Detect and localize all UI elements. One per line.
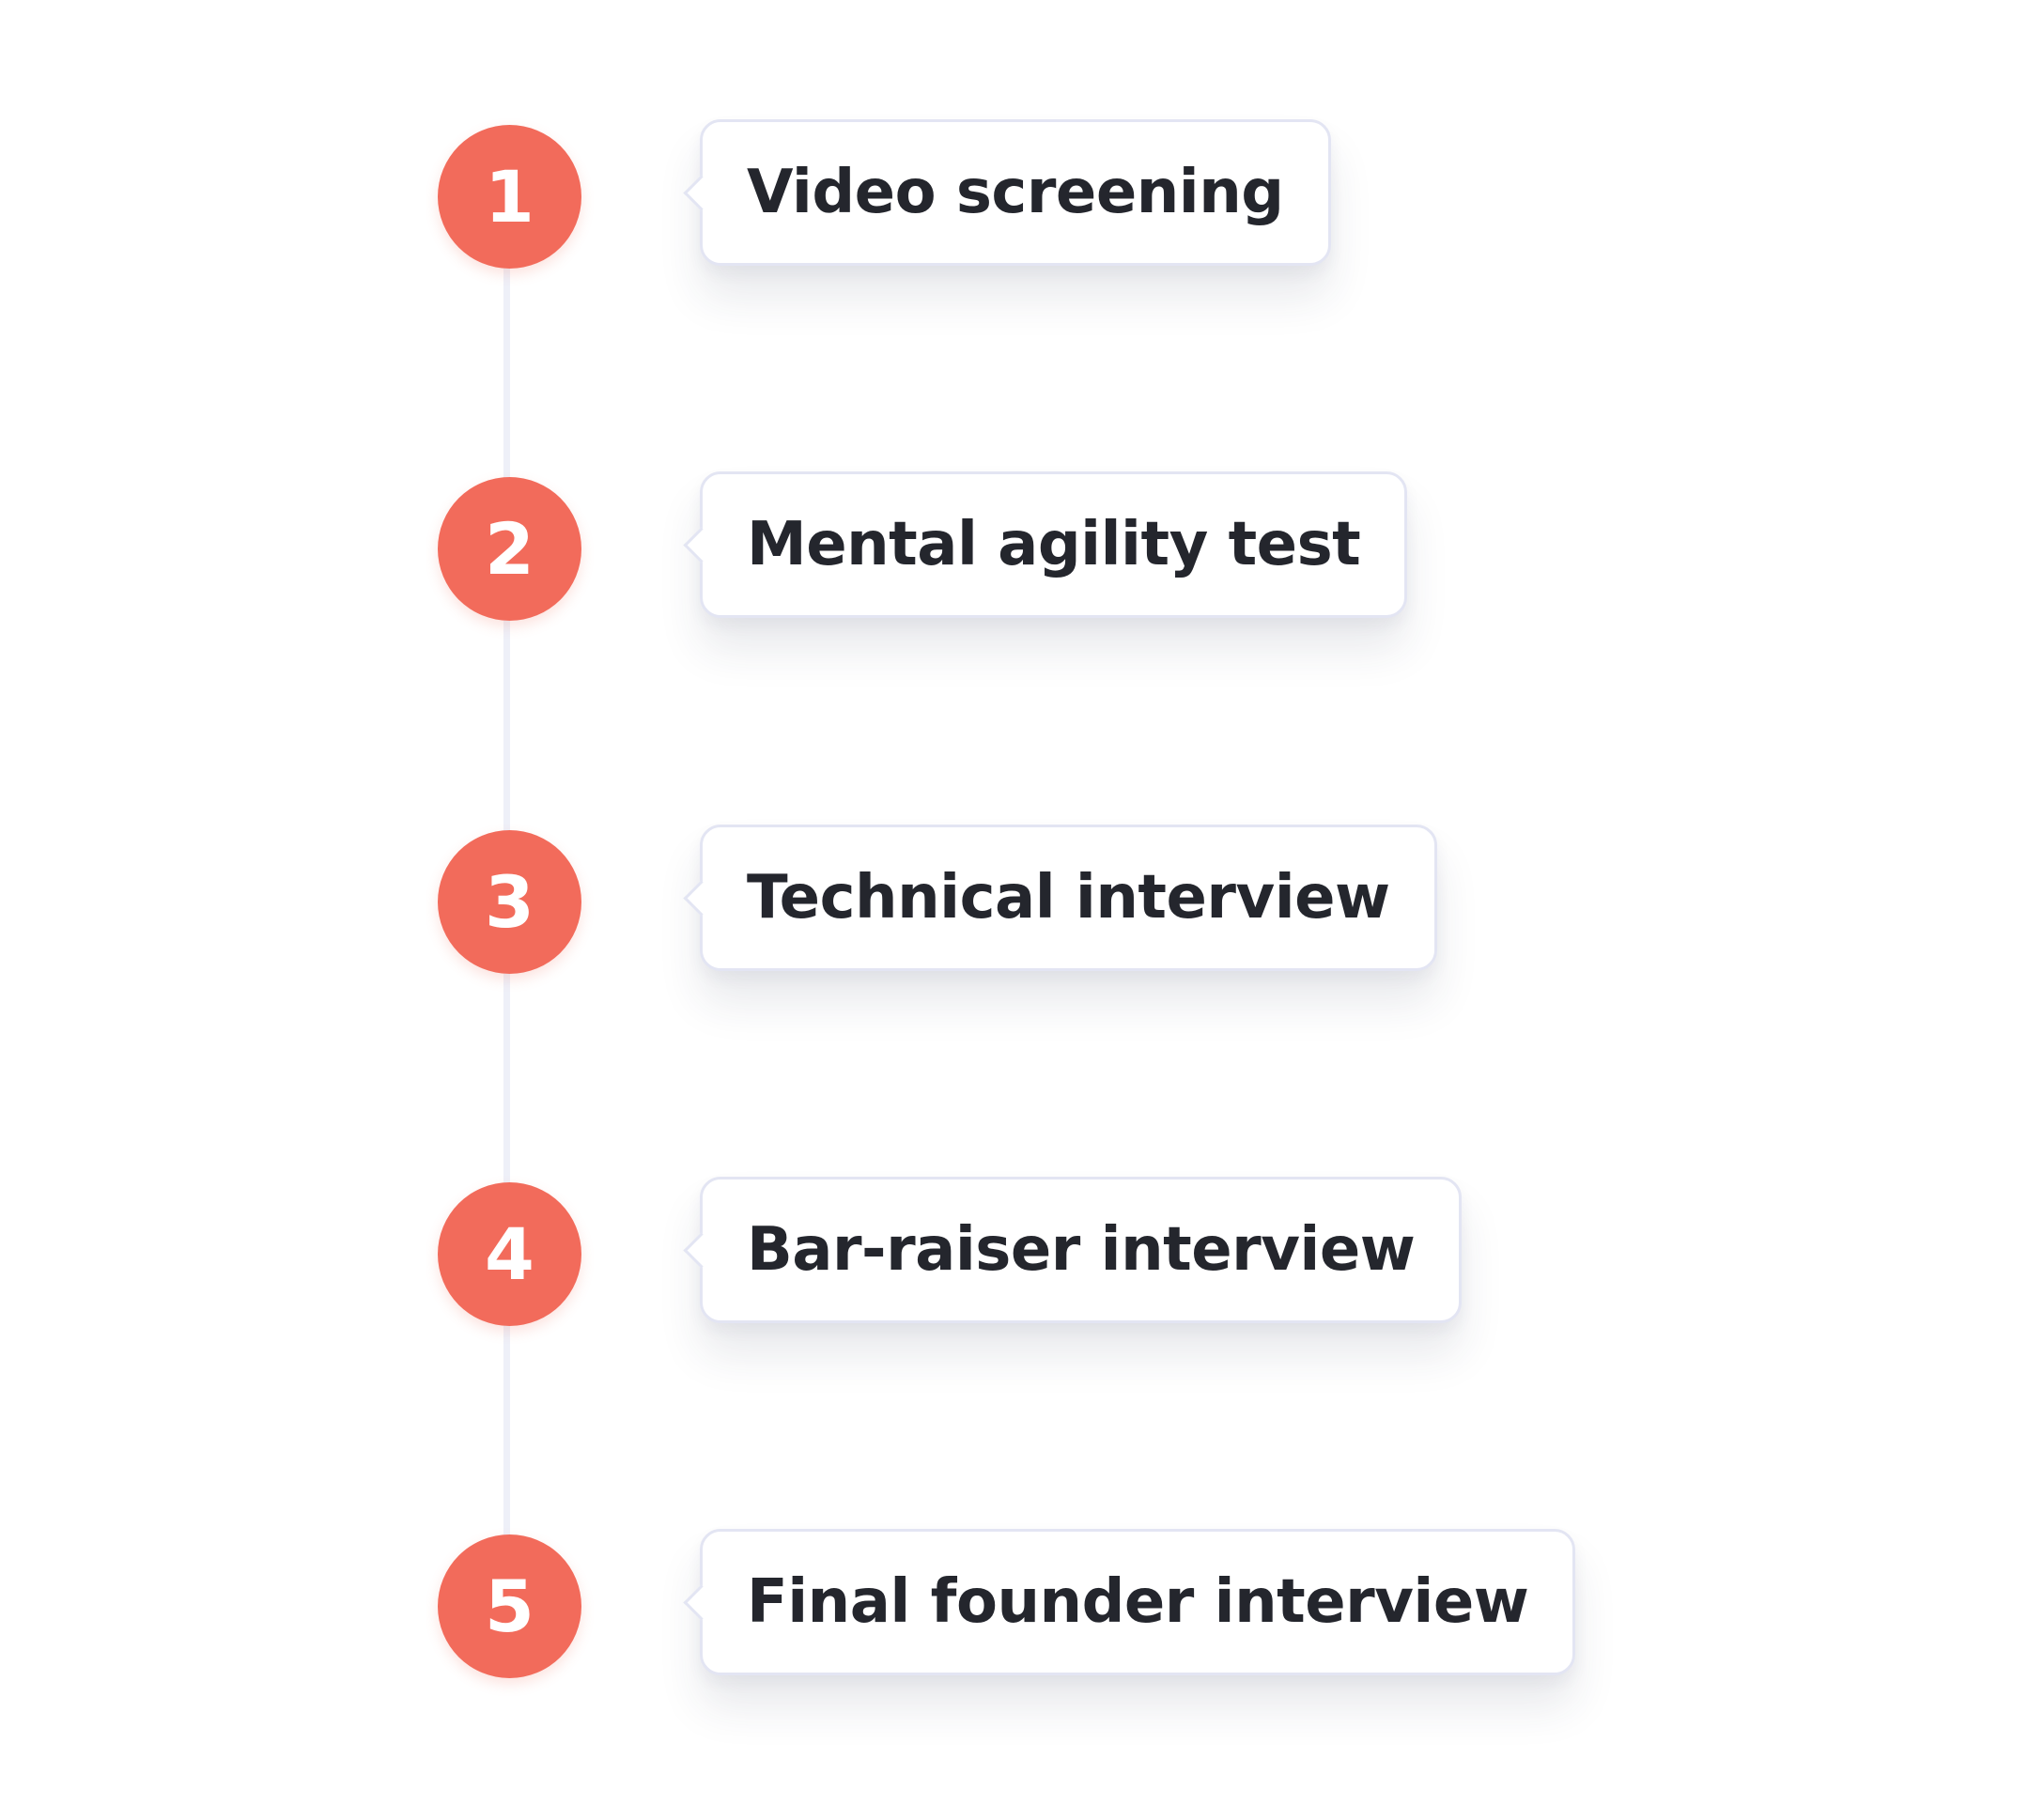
step-2-label: Mental agility test [747,510,1361,579]
step-3-number-badge: 3 [438,830,581,974]
step-3: 3 Technical interview [0,825,2044,980]
step-2-number-badge: 2 [438,477,581,621]
step-4-card: Bar-raiser interview [700,1177,1463,1323]
step-1-label: Video screening [747,158,1284,227]
step-3-label: Technical interview [747,863,1390,933]
step-5: 5 Final founder interview [0,1529,2044,1685]
step-1-number-badge: 1 [438,125,581,269]
step-5-card: Final founder interview [700,1529,1576,1675]
step-3-card: Technical interview [700,825,1437,971]
step-1-card: Video screening [700,119,1331,266]
step-5-number-badge: 5 [438,1534,581,1678]
step-4-number-badge: 4 [438,1182,581,1326]
step-2-card: Mental agility test [700,471,1408,618]
step-5-label: Final founder interview [747,1567,1529,1637]
step-1: 1 Video screening [0,119,2044,275]
step-4: 4 Bar-raiser interview [0,1177,2044,1333]
step-2: 2 Mental agility test [0,471,2044,627]
step-4-label: Bar-raiser interview [747,1215,1416,1285]
